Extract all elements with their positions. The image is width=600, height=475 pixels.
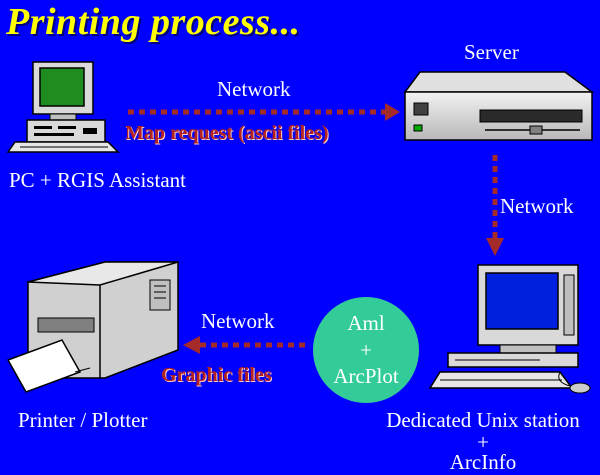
printer-icon: [6, 261, 179, 393]
station-label-line3: ArcInfo: [449, 450, 517, 474]
arrow-station-to-printer: [183, 336, 305, 354]
network-label-server-station: Network: [500, 194, 574, 218]
server-label: Server: [464, 40, 519, 64]
arrow-server-to-station: [486, 155, 504, 256]
server-icon: [403, 71, 595, 141]
process-line-plus: +: [360, 338, 372, 362]
process-circle: [313, 297, 419, 403]
page-title: Printing process...: [6, 1, 301, 43]
station-label-line2: +: [477, 430, 489, 454]
pc-computer-icon: [6, 61, 120, 153]
payload-label-graphic-files: Graphic files: [161, 364, 272, 386]
arrow-pc-to-server: [128, 103, 400, 121]
network-label-pc-server: Network: [217, 77, 291, 101]
station-label-line1: Dedicated Unix station: [386, 408, 580, 432]
process-line-aml: Aml: [347, 311, 385, 335]
network-label-station-printer: Network: [201, 309, 275, 333]
printer-label: Printer / Plotter: [18, 408, 148, 432]
payload-label-map-request: Map request (ascii files): [125, 122, 329, 144]
workstation-icon: [428, 264, 591, 394]
process-line-arcplot: ArcPlot: [333, 364, 399, 388]
pc-label: PC + RGIS Assistant: [9, 168, 186, 192]
